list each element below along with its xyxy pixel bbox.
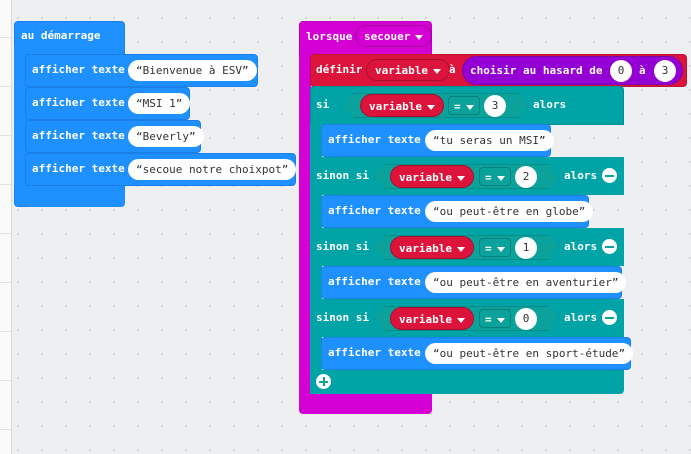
then-label: alors	[564, 169, 598, 182]
show-string-statement[interactable]: afficher texte “ou peut-être en sport-ét…	[321, 337, 634, 370]
operator-dropdown[interactable]: =	[479, 309, 511, 328]
then-label: alors	[564, 311, 598, 324]
random-to-input[interactable]: 3	[654, 60, 676, 82]
remove-branch-icon[interactable]	[602, 239, 617, 254]
string-input[interactable]: “Bienvenue à ESV”	[128, 60, 257, 81]
show-string-label: afficher texte	[328, 133, 421, 146]
editor-gutter	[0, 0, 12, 454]
show-string-label: afficher texte	[32, 129, 125, 142]
then-label: alors	[564, 240, 598, 253]
show-string-statement[interactable]: afficher texte “Bienvenue à ESV”	[25, 54, 258, 87]
string-input[interactable]: “MSI 1”	[128, 93, 191, 114]
show-string-statement[interactable]: afficher texte “Beverly”	[25, 120, 204, 153]
chevron-down-icon	[456, 175, 465, 181]
show-string-label: afficher texte	[328, 204, 421, 217]
string-input[interactable]: “tu seras un MSI”	[425, 130, 554, 151]
else-if-label: sinon si	[316, 311, 369, 324]
variable-dropdown[interactable]: variable	[390, 307, 474, 330]
variable-dropdown[interactable]: variable	[366, 59, 450, 81]
gesture-dropdown[interactable]: secouer	[355, 25, 433, 47]
set-label: définir	[316, 63, 363, 76]
operator-dropdown[interactable]: =	[479, 238, 511, 257]
string-input[interactable]: “ou peut-être en globe”	[425, 201, 594, 222]
chevron-down-icon	[426, 104, 435, 110]
chevron-down-icon	[496, 317, 505, 323]
variable-dropdown[interactable]: variable	[390, 165, 474, 188]
chevron-down-icon	[465, 104, 474, 110]
show-string-label: afficher texte	[32, 63, 125, 76]
if-label: si	[316, 98, 330, 111]
random-from-input[interactable]: 0	[610, 60, 632, 82]
show-string-statement[interactable]: afficher texte “tu seras un MSI”	[321, 124, 554, 157]
show-string-label: afficher texte	[328, 275, 421, 288]
else-if-label: sinon si	[316, 240, 369, 253]
variable-dropdown[interactable]: variable	[390, 236, 474, 259]
show-string-statement[interactable]: afficher texte “ou peut-être en aventuri…	[321, 266, 627, 299]
set-variable-statement[interactable]: définir variable à choisir au hasard de …	[310, 54, 687, 87]
variable-dropdown[interactable]: variable	[360, 94, 444, 117]
string-input[interactable]: “Beverly”	[128, 126, 204, 147]
show-string-statement[interactable]: afficher texte “ou peut-être en globe”	[321, 195, 594, 228]
show-string-label: afficher texte	[328, 346, 421, 359]
string-input[interactable]: “ou peut-être en aventurier”	[425, 272, 627, 293]
compare-value-input[interactable]: 3	[484, 95, 506, 117]
operator-dropdown[interactable]: =	[479, 167, 511, 186]
string-input[interactable]: “ou peut-être en sport-étude”	[425, 343, 634, 364]
compare-value-input[interactable]: 0	[515, 308, 537, 330]
string-input[interactable]: “secoue notre choixpot”	[128, 159, 297, 180]
random-label: choisir au hasard de	[470, 64, 603, 77]
on-start-label: au démarrage	[21, 29, 101, 42]
show-string-statement[interactable]: afficher texte “MSI 1”	[25, 87, 191, 120]
random-block[interactable]: choisir au hasard de 0 à 3	[462, 56, 683, 85]
operator-dropdown[interactable]: =	[448, 96, 480, 115]
else-if-label: sinon si	[316, 169, 369, 182]
remove-branch-icon[interactable]	[602, 168, 617, 183]
chevron-down-icon	[432, 68, 441, 74]
chevron-down-icon	[456, 246, 465, 252]
on-gesture-label: lorsque	[306, 30, 353, 43]
compare-value-input[interactable]: 2	[515, 166, 537, 188]
compare-value-input[interactable]: 1	[515, 237, 537, 259]
chevron-down-icon	[415, 34, 424, 40]
chevron-down-icon	[496, 246, 505, 252]
chevron-down-icon	[496, 175, 505, 181]
show-string-statement[interactable]: afficher texte “secoue notre choixpot”	[25, 153, 297, 186]
on-gesture-block[interactable]: lorsque secouer	[299, 21, 433, 56]
then-label: alors	[533, 98, 567, 111]
and-label: à	[639, 64, 646, 77]
to-label: à	[449, 63, 456, 76]
remove-branch-icon[interactable]	[602, 310, 617, 325]
show-string-label: afficher texte	[32, 162, 125, 175]
show-string-label: afficher texte	[32, 96, 125, 109]
add-branch-icon[interactable]	[316, 374, 331, 389]
chevron-down-icon	[456, 317, 465, 323]
